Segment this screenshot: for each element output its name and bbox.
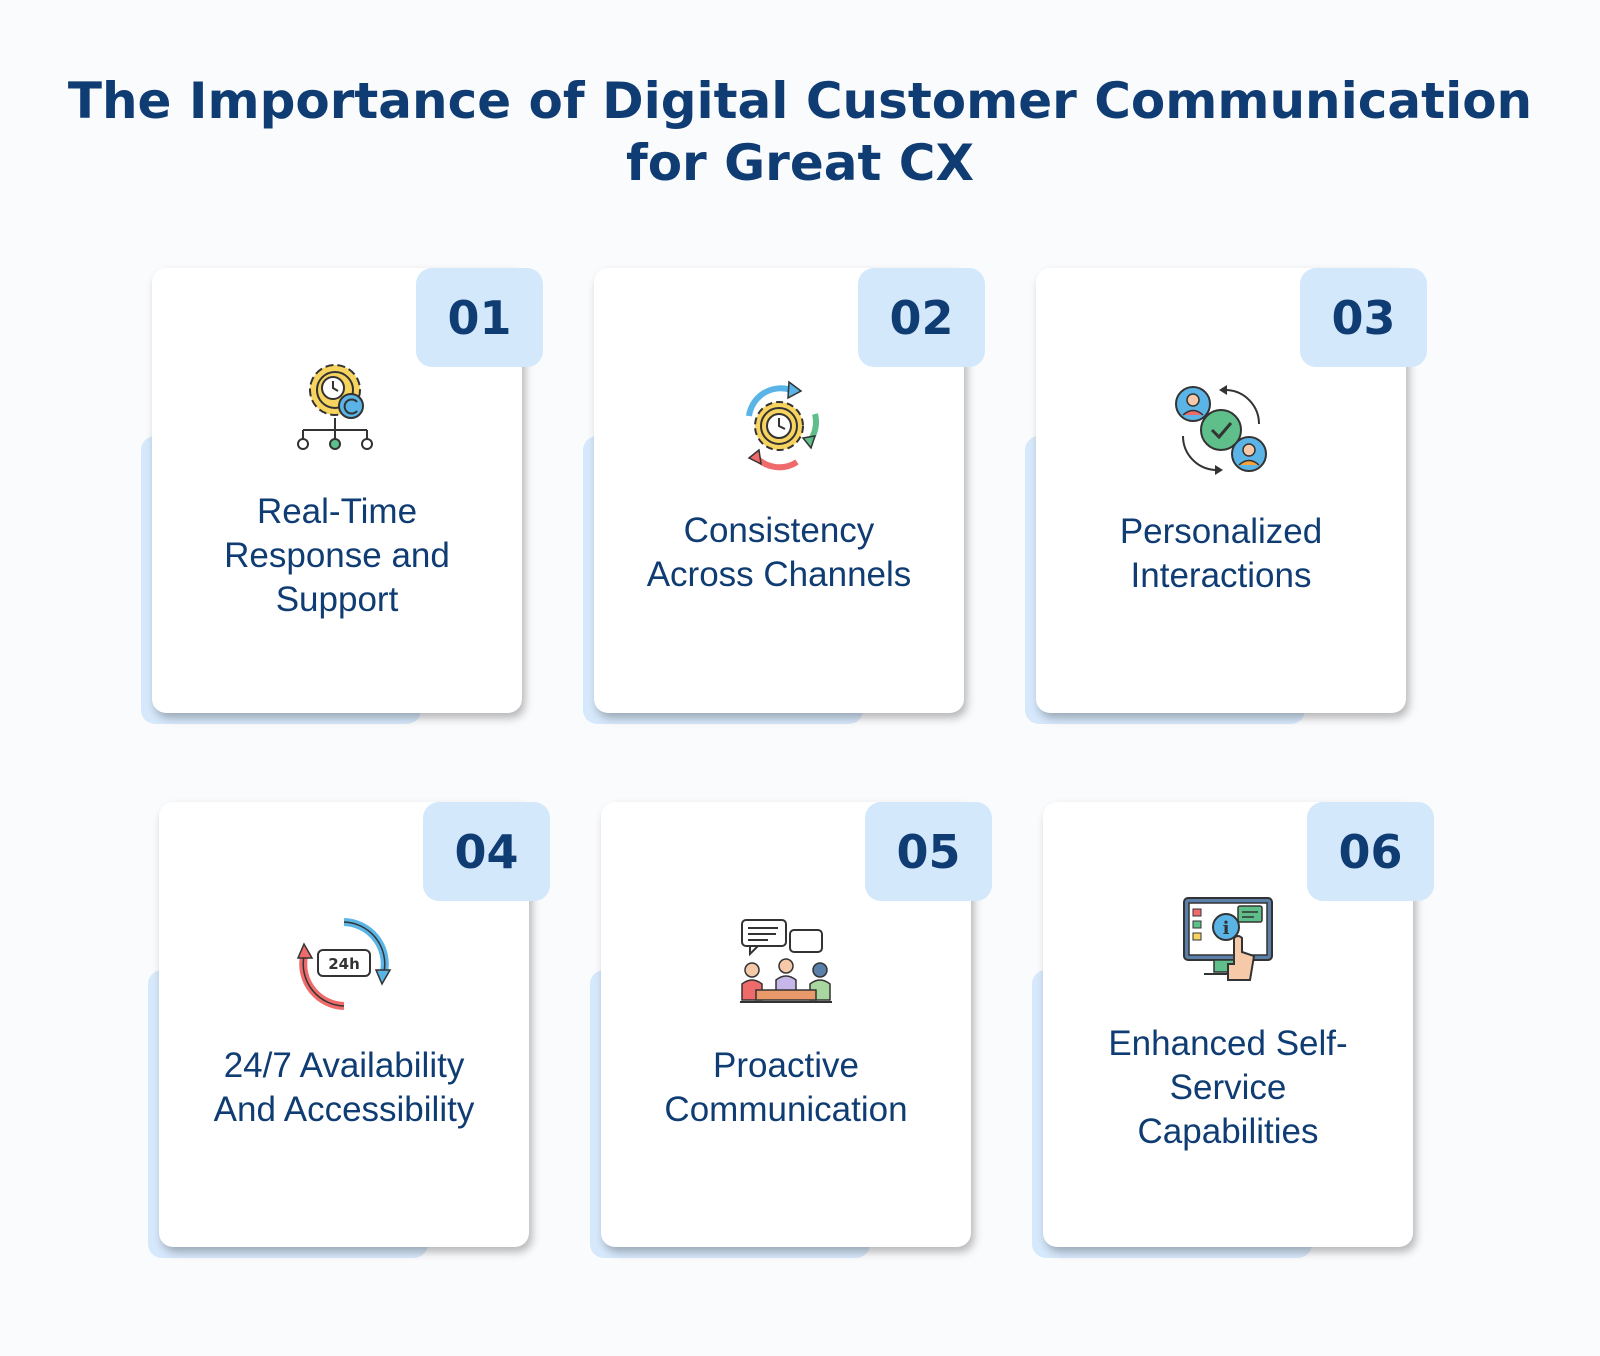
card-number-badge: 04 [423, 802, 550, 901]
card-label: Proactive Communication [664, 1046, 908, 1129]
title-line-1: The Importance of Digital Customer Commu… [67, 72, 1533, 130]
card-label: Personalized Interactions [1119, 512, 1323, 595]
title-line-2: for Great CX [625, 134, 975, 192]
card-01: 01 Real-Time Response and Support [141, 268, 543, 728]
card-03: 03 Personalized Interactions [1025, 268, 1427, 728]
card-label: Enhanced Self- Service Capabilities [1108, 1024, 1348, 1151]
card-number-badge: 06 [1307, 802, 1434, 901]
gear-clock-cycle-icon [746, 380, 820, 471]
users-exchange-check-icon [1175, 385, 1267, 475]
page-title: The Importance of Digital Customer Commu… [0, 70, 1600, 194]
gear-clock-network-icon [297, 364, 373, 450]
card-number-badge: 01 [416, 268, 543, 367]
team-meeting-chat-icon [740, 919, 832, 1003]
24h-cycle-icon: 24h [296, 918, 392, 1010]
card-number-badge: 05 [865, 802, 992, 901]
card-02: 02 Consistency Across Channels [583, 268, 985, 728]
card-05: 05 Proactive Communication [590, 802, 992, 1262]
card-label: 24/7 Availability And Accessibility [213, 1046, 475, 1129]
self-service-screen-icon: i [1183, 897, 1273, 981]
svg-text:i: i [1223, 918, 1230, 939]
card-number-badge: 02 [858, 268, 985, 367]
card-number-badge: 03 [1300, 268, 1427, 367]
svg-text:24h: 24h [328, 955, 360, 973]
card-04: 04 24h 24/7 Availability And Accessibili… [148, 802, 550, 1262]
card-label: Consistency Across Channels [646, 511, 912, 594]
card-label: Real-Time Response and Support [224, 492, 450, 619]
card-06: 06 i Enhanced Self- Service Capabilities [1032, 802, 1434, 1262]
